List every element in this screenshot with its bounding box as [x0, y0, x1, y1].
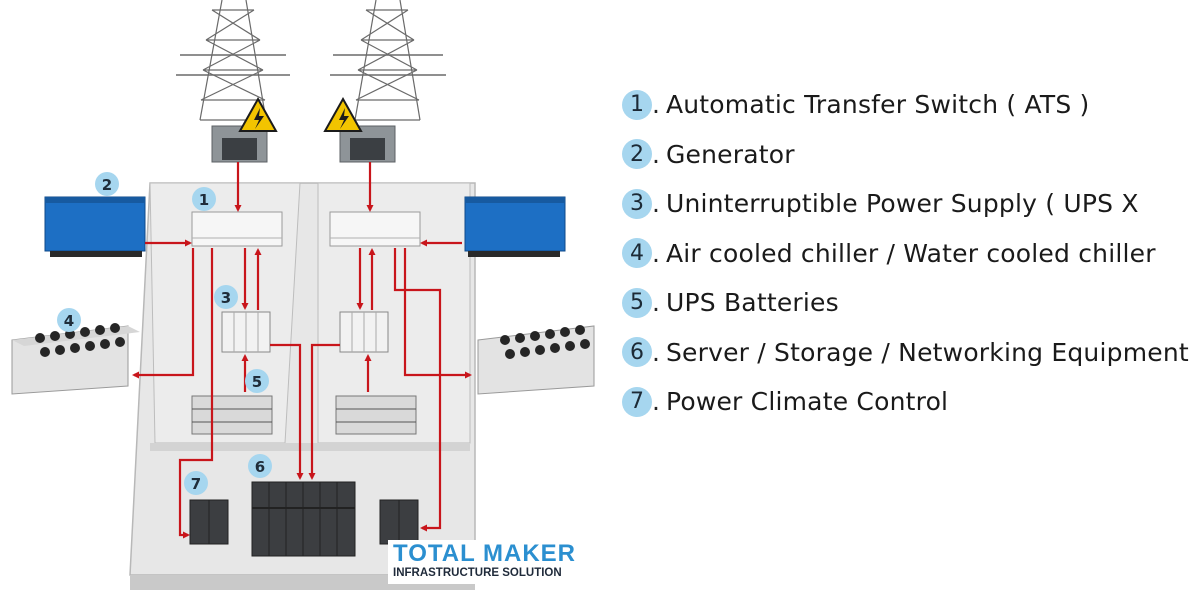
badge-2: 2: [95, 172, 119, 196]
chiller-right: [477, 325, 595, 395]
badge-5-label: 5: [252, 373, 262, 391]
warning-sign-right: [323, 96, 363, 132]
badge-3: 3: [214, 285, 238, 309]
legend-number: 4: [622, 238, 652, 269]
badge-6: 6: [248, 454, 272, 478]
badge-4-label: 4: [64, 312, 74, 330]
legend-label: Power Climate Control: [665, 387, 949, 417]
legend-number: 1: [622, 89, 652, 120]
legend-label: UPS Batteries: [665, 288, 839, 318]
legend-number: 2: [622, 139, 652, 170]
legend-item: 6. Server / Storage / Networking Equipme…: [622, 328, 1192, 378]
badge-7-label: 7: [191, 475, 201, 493]
legend-item: 4. Air cooled chiller / Water cooled chi…: [622, 229, 1192, 279]
brand-subtitle: INFRASTRUCTURE SOLUTION: [393, 567, 562, 579]
battery-rack-right: [335, 395, 417, 435]
badge-1-label: 1: [199, 191, 209, 209]
legend-number: 3: [622, 188, 652, 219]
power-tower-left: [176, 0, 290, 121]
ats-panel-left: [191, 211, 283, 247]
ats-panel-right: [329, 211, 421, 247]
power-tower-right: [330, 0, 446, 121]
badge-2-label: 2: [102, 176, 112, 194]
legend-label: Air cooled chiller / Water cooled chille…: [665, 238, 1156, 268]
legend-item: 1. Automatic Transfer Switch ( ATS ): [622, 80, 1192, 130]
badge-7: 7: [184, 471, 208, 495]
legend-number: 6: [622, 337, 652, 368]
legend-label: Server / Storage / Networking Equipment: [665, 337, 1189, 367]
legend-label: Automatic Transfer Switch ( ATS ): [665, 90, 1090, 120]
badge-3-label: 3: [221, 289, 231, 307]
legend-item: 5. UPS Batteries: [622, 278, 1192, 328]
warning-sign-left: [238, 96, 278, 132]
power-wiring: [132, 162, 472, 539]
legend-label: Uninterruptible Power Supply ( UPS X: [665, 189, 1139, 219]
generator-left: [44, 196, 146, 257]
legend-number: 5: [622, 287, 652, 318]
badge-1: 1: [192, 187, 216, 211]
legend-list: 1. Automatic Transfer Switch ( ATS ) 2. …: [622, 80, 1192, 427]
brand-logo: TOTAL MAKER INFRASTRUCTURE SOLUTION: [388, 540, 588, 584]
generator-right: [464, 196, 566, 257]
climate-unit-right: [379, 499, 419, 545]
ups-left: [221, 311, 271, 353]
chiller-left: [11, 323, 140, 395]
badge-4: 4: [57, 308, 81, 332]
ups-right: [339, 311, 389, 353]
battery-rack-left: [191, 395, 273, 435]
badge-6-label: 6: [255, 458, 265, 476]
legend-number: 7: [622, 386, 652, 417]
legend-item: 7. Power Climate Control: [622, 377, 1192, 427]
brand-title: TOTAL MAKER: [393, 540, 576, 567]
power-layout-diagram: 1 2 3 4 5 6 7: [11, 0, 595, 590]
legend-item: 2. Generator: [622, 130, 1192, 180]
climate-unit-left: [189, 499, 229, 545]
legend-item: 3. Uninterruptible Power Supply ( UPS X: [622, 179, 1192, 229]
server-racks: [251, 481, 356, 557]
badge-5: 5: [245, 369, 269, 393]
legend-label: Generator: [665, 139, 795, 169]
